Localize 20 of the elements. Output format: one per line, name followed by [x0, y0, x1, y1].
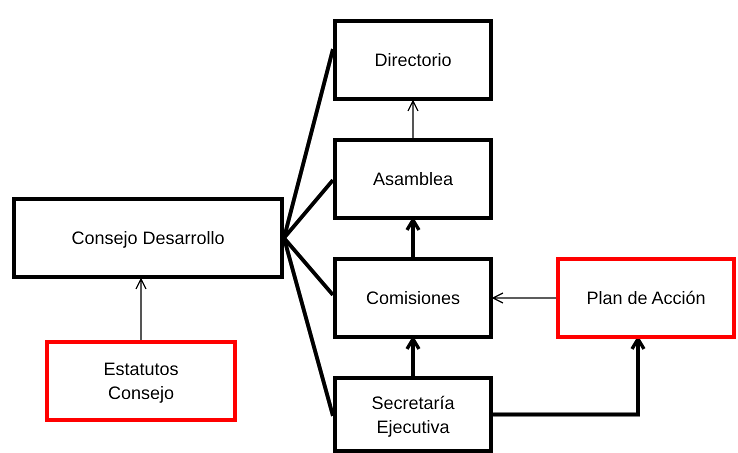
process-box [12, 197, 284, 279]
process-box [333, 257, 493, 339]
arrow [405, 218, 421, 257]
process-box [45, 340, 237, 422]
arrow [405, 337, 421, 376]
arrow [407, 100, 419, 138]
process-box [556, 257, 736, 339]
box-label: Plan de Acción [586, 287, 706, 310]
box-label: Asamblea [372, 168, 454, 191]
arrow [492, 292, 556, 304]
arrow [135, 278, 147, 340]
arrow [493, 337, 646, 416]
box-label: Consejo Desarrollo [71, 227, 225, 250]
process-box [333, 376, 493, 453]
process-box [333, 19, 493, 101]
process-box [333, 138, 493, 220]
box-label: Estatutos Consejo [102, 358, 180, 405]
box-label: Directorio [374, 49, 452, 72]
box-label: Secretaría Ejecutiva [370, 392, 456, 438]
box-label: Comisiones [366, 287, 460, 310]
